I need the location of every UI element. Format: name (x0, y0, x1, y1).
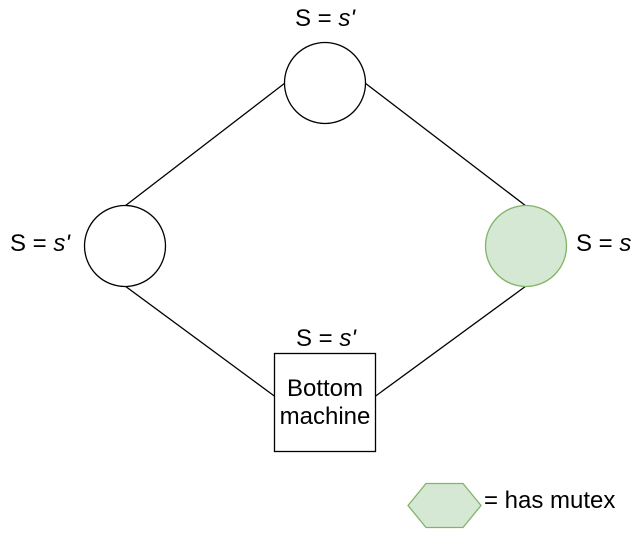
label-right-state-var: s (619, 230, 632, 257)
legend-label: = has mutex (484, 487, 616, 514)
label-top-state-var: s' (338, 5, 355, 32)
label-top-state: S = s' (295, 5, 355, 33)
label-bottom-machine: Bottom machine (279, 374, 371, 430)
label-left-state: S = s' (10, 230, 70, 258)
label-right-state-prefix: S = (576, 230, 620, 257)
label-bottom-state: S = s' (296, 325, 356, 353)
label-left-state-var: s' (53, 230, 70, 257)
edge-left-to-bottom (124, 285, 276, 398)
node-left-circle (83, 204, 167, 288)
node-right-circle-mutex (484, 204, 568, 288)
label-right-state: S = s (576, 230, 631, 258)
edge-top-to-left (124, 82, 286, 207)
label-left-state-prefix: S = (10, 230, 54, 257)
node-bottom-machine-box (273, 352, 377, 453)
edge-right-to-bottom (374, 285, 527, 398)
edge-top-to-right (364, 82, 527, 207)
mutex-hexagon-icon (407, 482, 482, 529)
label-top-state-prefix: S = (295, 5, 339, 32)
label-bottom-state-prefix: S = (296, 325, 340, 352)
node-top-circle (283, 41, 367, 125)
label-bottom-state-var: s' (339, 325, 356, 352)
